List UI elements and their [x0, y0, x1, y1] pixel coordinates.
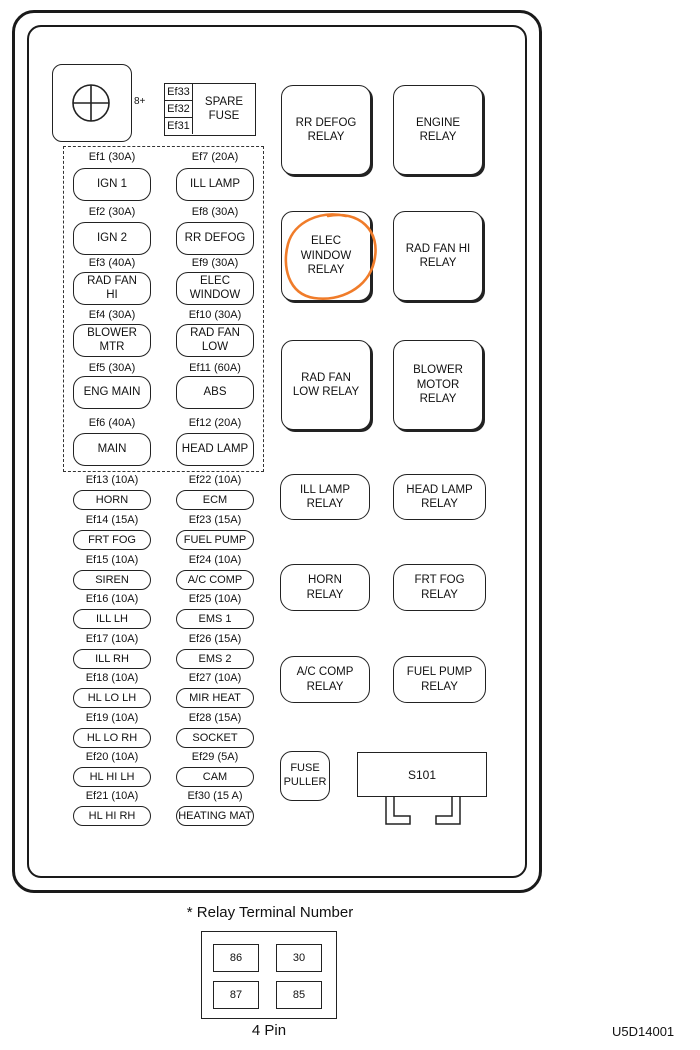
mini-fuse-code: Ef28 (15A) [188, 712, 242, 724]
mini-fuse: SIREN [73, 570, 151, 590]
fuse: ENG MAIN [73, 376, 151, 409]
fuse-code: Ef10 (30A) [188, 309, 242, 321]
mini-fuse: ECM [176, 490, 254, 510]
crosshair-icon [72, 84, 110, 122]
mini-fuse-code: Ef25 (10A) [188, 593, 242, 605]
highlight-circle [284, 213, 377, 300]
relay-rr-defog: RR DEFOG RELAY [281, 85, 371, 175]
s101-pins-icon [385, 796, 461, 825]
fuse-box-inner-frame [27, 25, 527, 878]
mini-fuse: HEATING MAT [176, 806, 254, 826]
fuse-code: Ef2 (30A) [88, 206, 136, 218]
mini-fuse-code: Ef16 (10A) [85, 593, 139, 605]
mini-fuse: EMS 1 [176, 609, 254, 629]
relay-rad-fan-hi: RAD FAN HI RELAY [393, 211, 483, 301]
fuse: RR DEFOG [176, 222, 254, 255]
terminal-cell: 87 [213, 981, 259, 1009]
relay-blower-motor: BLOWER MOTOR RELAY [393, 340, 483, 430]
pin-label: 4 Pin [251, 1022, 287, 1039]
fuse: ILL LAMP [176, 168, 254, 201]
relay-terminal-diagram: 86 30 87 85 [201, 931, 337, 1019]
mini-fuse: HL LO RH [73, 728, 151, 748]
mini-fuse: CAM [176, 767, 254, 787]
spare-fuse-code: Ef33 [165, 84, 193, 101]
connector-icon [52, 64, 132, 142]
fuse-code: Ef1 (30A) [88, 151, 136, 163]
mini-fuse-code: Ef17 (10A) [85, 633, 139, 645]
mini-fuse: FUEL PUMP [176, 530, 254, 550]
relay-head-lamp: HEAD LAMP RELAY [393, 474, 486, 520]
fuse-code: Ef4 (30A) [88, 309, 136, 321]
mini-fuse-code: Ef23 (15A) [188, 514, 242, 526]
mini-fuse-code: Ef21 (10A) [85, 790, 139, 802]
relay-horn: HORN RELAY [280, 564, 370, 611]
mini-fuse-code: Ef18 (10A) [85, 672, 139, 684]
main-fuse-group [63, 146, 264, 472]
mini-fuse: HORN [73, 490, 151, 510]
fuse-code: Ef7 (20A) [191, 151, 239, 163]
fuse: IGN 2 [73, 222, 151, 255]
relay-frt-fog: FRT FOG RELAY [393, 564, 486, 611]
fuse-code: Ef5 (30A) [88, 362, 136, 374]
fuse: MAIN [73, 433, 151, 466]
relay-fuel-pump: FUEL PUMP RELAY [393, 656, 486, 703]
mini-fuse-code: Ef26 (15A) [188, 633, 242, 645]
mini-fuse: ILL RH [73, 649, 151, 669]
mini-fuse-code: Ef14 (15A) [85, 514, 139, 526]
mini-fuse-code: Ef27 (10A) [188, 672, 242, 684]
mini-fuse-code: Ef20 (10A) [85, 751, 139, 763]
fuse: RAD FAN LOW [176, 324, 254, 357]
mini-fuse: HL LO LH [73, 688, 151, 708]
fuse: ELEC WINDOW [176, 272, 254, 305]
fuse: IGN 1 [73, 168, 151, 201]
fuse: HEAD LAMP [176, 433, 254, 466]
mini-fuse: FRT FOG [73, 530, 151, 550]
mini-fuse: EMS 2 [176, 649, 254, 669]
fuse: RAD FAN HI [73, 272, 151, 305]
fuse-code: Ef9 (30A) [191, 257, 239, 269]
spare-fuse-code: Ef32 [165, 101, 193, 118]
figure-id: U5D14001 [612, 1024, 675, 1039]
mini-fuse: A/C COMP [176, 570, 254, 590]
relay-elec-window: ELEC WINDOW RELAY [281, 211, 371, 301]
fuse-code: Ef12 (20A) [188, 417, 242, 429]
fuse-puller: FUSE PULLER [280, 751, 330, 801]
spare-fuse-box: Ef33 Ef32 Ef31 SPARE FUSE [164, 83, 256, 136]
terminal-cell: 86 [213, 944, 259, 972]
mini-fuse-code: Ef29 (5A) [191, 751, 239, 763]
mini-fuse-code: Ef13 (10A) [85, 474, 139, 486]
terminal-title: * Relay Terminal Number [186, 904, 354, 921]
mini-fuse: HL HI RH [73, 806, 151, 826]
terminal-cell: 85 [276, 981, 322, 1009]
s101-connector: S101 [357, 752, 487, 797]
mini-fuse: MIR HEAT [176, 688, 254, 708]
relay-ill-lamp: ILL LAMP RELAY [280, 474, 370, 520]
terminal-cell: 30 [276, 944, 322, 972]
relay-ac-comp: A/C COMP RELAY [280, 656, 370, 703]
mini-fuse-code: Ef24 (10A) [188, 554, 242, 566]
fuse-code: Ef6 (40A) [88, 417, 136, 429]
mini-fuse-code: Ef22 (10A) [188, 474, 242, 486]
fuse-code: Ef3 (40A) [88, 257, 136, 269]
relay-rad-fan-low: RAD FAN LOW RELAY [281, 340, 371, 430]
fuse-code: Ef8 (30A) [191, 206, 239, 218]
mini-fuse-code: Ef15 (10A) [85, 554, 139, 566]
spare-fuse-label: SPARE FUSE [204, 95, 244, 122]
fuse: BLOWER MTR [73, 324, 151, 357]
mini-fuse: HL HI LH [73, 767, 151, 787]
connector-label: 8+ [134, 96, 146, 107]
fuse-code: Ef11 (60A) [189, 362, 241, 374]
mini-fuse: SOCKET [176, 728, 254, 748]
fuse-box-outer-frame [12, 10, 542, 893]
fuse: ABS [176, 376, 254, 409]
mini-fuse: ILL LH [73, 609, 151, 629]
spare-fuse-code: Ef31 [165, 118, 193, 134]
mini-fuse-code: Ef30 (15 A) [187, 790, 243, 802]
relay-engine: ENGINE RELAY [393, 85, 483, 175]
mini-fuse-code: Ef19 (10A) [85, 712, 139, 724]
